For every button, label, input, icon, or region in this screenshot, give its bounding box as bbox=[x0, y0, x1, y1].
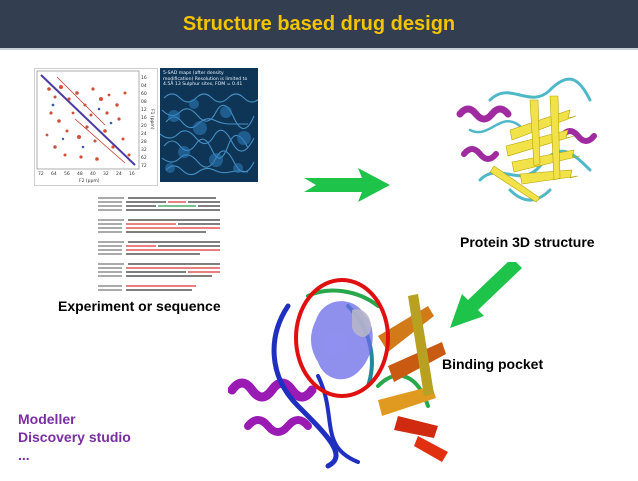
nmr-bottom-tick: 56 bbox=[64, 171, 70, 177]
nmr-bottom-tick: 64 bbox=[51, 171, 57, 177]
green-arrow-right-icon bbox=[304, 168, 390, 207]
nmr-right-tick: 28 bbox=[141, 139, 147, 145]
nmr-right-tick: 12 bbox=[141, 107, 147, 113]
slide-title: Structure based drug design bbox=[182, 13, 456, 35]
sequence-alignment-image bbox=[96, 192, 226, 298]
nmr-right-axis-label: F1 (ppm) bbox=[149, 109, 155, 130]
nmr-bottom-axis-label: F2 (ppm) bbox=[79, 178, 100, 184]
nmr-right-tick: 24 bbox=[141, 131, 147, 137]
nmr-right-tick: 60 bbox=[141, 91, 147, 97]
protein-structure-label: Protein 3D structure bbox=[460, 234, 595, 250]
nmr-right-tick: 04 bbox=[141, 83, 147, 89]
nmr-right-tick: 16 bbox=[141, 75, 147, 81]
nmr-right-tick: 62 bbox=[141, 155, 147, 161]
slide-header: Structure based drug design bbox=[0, 0, 638, 48]
binding-pocket-complex-image bbox=[227, 266, 458, 476]
nmr-bottom-tick: 48 bbox=[77, 171, 83, 177]
electron-density-map-image: 5-SAD maps (after density modification) … bbox=[160, 68, 258, 182]
nmr-spectrum-image: 16 04 60 08 12 16 20 24 28 32 62 72 F1 (… bbox=[34, 68, 158, 186]
nmr-bottom-tick: 40 bbox=[90, 171, 96, 177]
nmr-bottom-tick: 16 bbox=[129, 171, 135, 177]
nmr-bottom-tick: 24 bbox=[116, 171, 122, 177]
tool-item: Discovery studio bbox=[18, 429, 131, 445]
experiment-label: Experiment or sequence bbox=[58, 298, 221, 314]
nmr-bottom-tick: 72 bbox=[38, 171, 44, 177]
tool-item: Modeller bbox=[18, 411, 76, 427]
nmr-right-tick: 20 bbox=[141, 123, 147, 129]
protein-3d-structure-image bbox=[450, 70, 610, 218]
nmr-right-tick: 32 bbox=[141, 147, 147, 153]
green-arrow-down-left-icon bbox=[450, 258, 522, 337]
binding-pocket-label: Binding pocket bbox=[442, 356, 544, 372]
nmr-right-tick: 08 bbox=[141, 99, 147, 105]
density-map-note: 5-SAD maps (after density modification) … bbox=[163, 71, 248, 88]
nmr-right-tick: 72 bbox=[141, 163, 147, 169]
nmr-right-tick: 16 bbox=[141, 115, 147, 121]
tool-item: ... bbox=[18, 447, 30, 463]
nmr-bottom-tick: 32 bbox=[103, 171, 109, 177]
